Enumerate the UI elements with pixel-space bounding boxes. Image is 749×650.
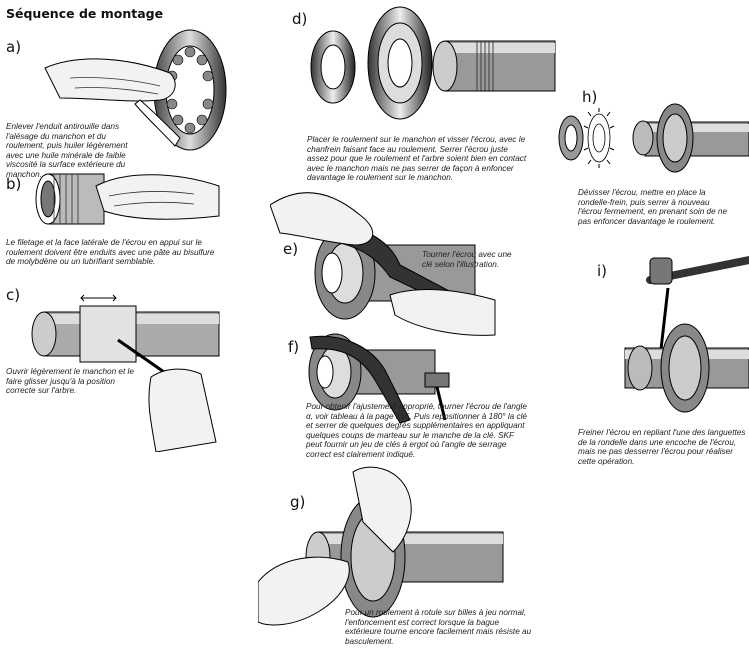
step-a-caption: Enlever l'enduit antirouille dans l'alés… [6, 122, 128, 179]
step-h-illustration [555, 98, 749, 178]
step-f-caption: Pour obtenir l'ajustement approprié, tou… [306, 402, 527, 459]
step-f-label: f) [288, 338, 300, 356]
step-d-illustration [305, 5, 565, 125]
step-b-illustration [34, 166, 224, 236]
step-e-caption: Tourner l'écrou avec une clé selon l'ill… [422, 250, 512, 269]
step-b-label: b) [6, 175, 22, 193]
step-g-label: g) [290, 493, 306, 511]
step-e-illustration [270, 185, 500, 345]
step-c-caption: Ouvrir légèrement le manchon et le faire… [6, 367, 134, 396]
step-i-label: i) [597, 262, 608, 280]
step-b-caption: Le filetage et la face latérale de l'écr… [6, 238, 215, 267]
step-i-caption: Freiner l'écrou en repliant l'une des la… [578, 428, 746, 466]
step-h-caption: Dévisser l'écrou, mettre en place la ron… [578, 188, 728, 226]
step-g-caption: Pour un roulement à rotule sur billes à … [345, 608, 532, 646]
step-a-illustration [40, 28, 230, 153]
step-c-label: c) [6, 286, 21, 304]
step-f-illustration [300, 325, 470, 425]
step-i-illustration [610, 248, 749, 418]
step-h-label: h) [582, 88, 598, 106]
step-c-illustration [26, 292, 226, 452]
page-title: Séquence de montage [6, 6, 164, 21]
step-e-label: e) [283, 240, 299, 258]
step-d-label: d) [292, 10, 308, 28]
step-a-label: a) [6, 38, 22, 56]
step-g-illustration [258, 462, 508, 632]
step-d-caption: Placer le roulement sur le manchon et vi… [307, 135, 527, 183]
